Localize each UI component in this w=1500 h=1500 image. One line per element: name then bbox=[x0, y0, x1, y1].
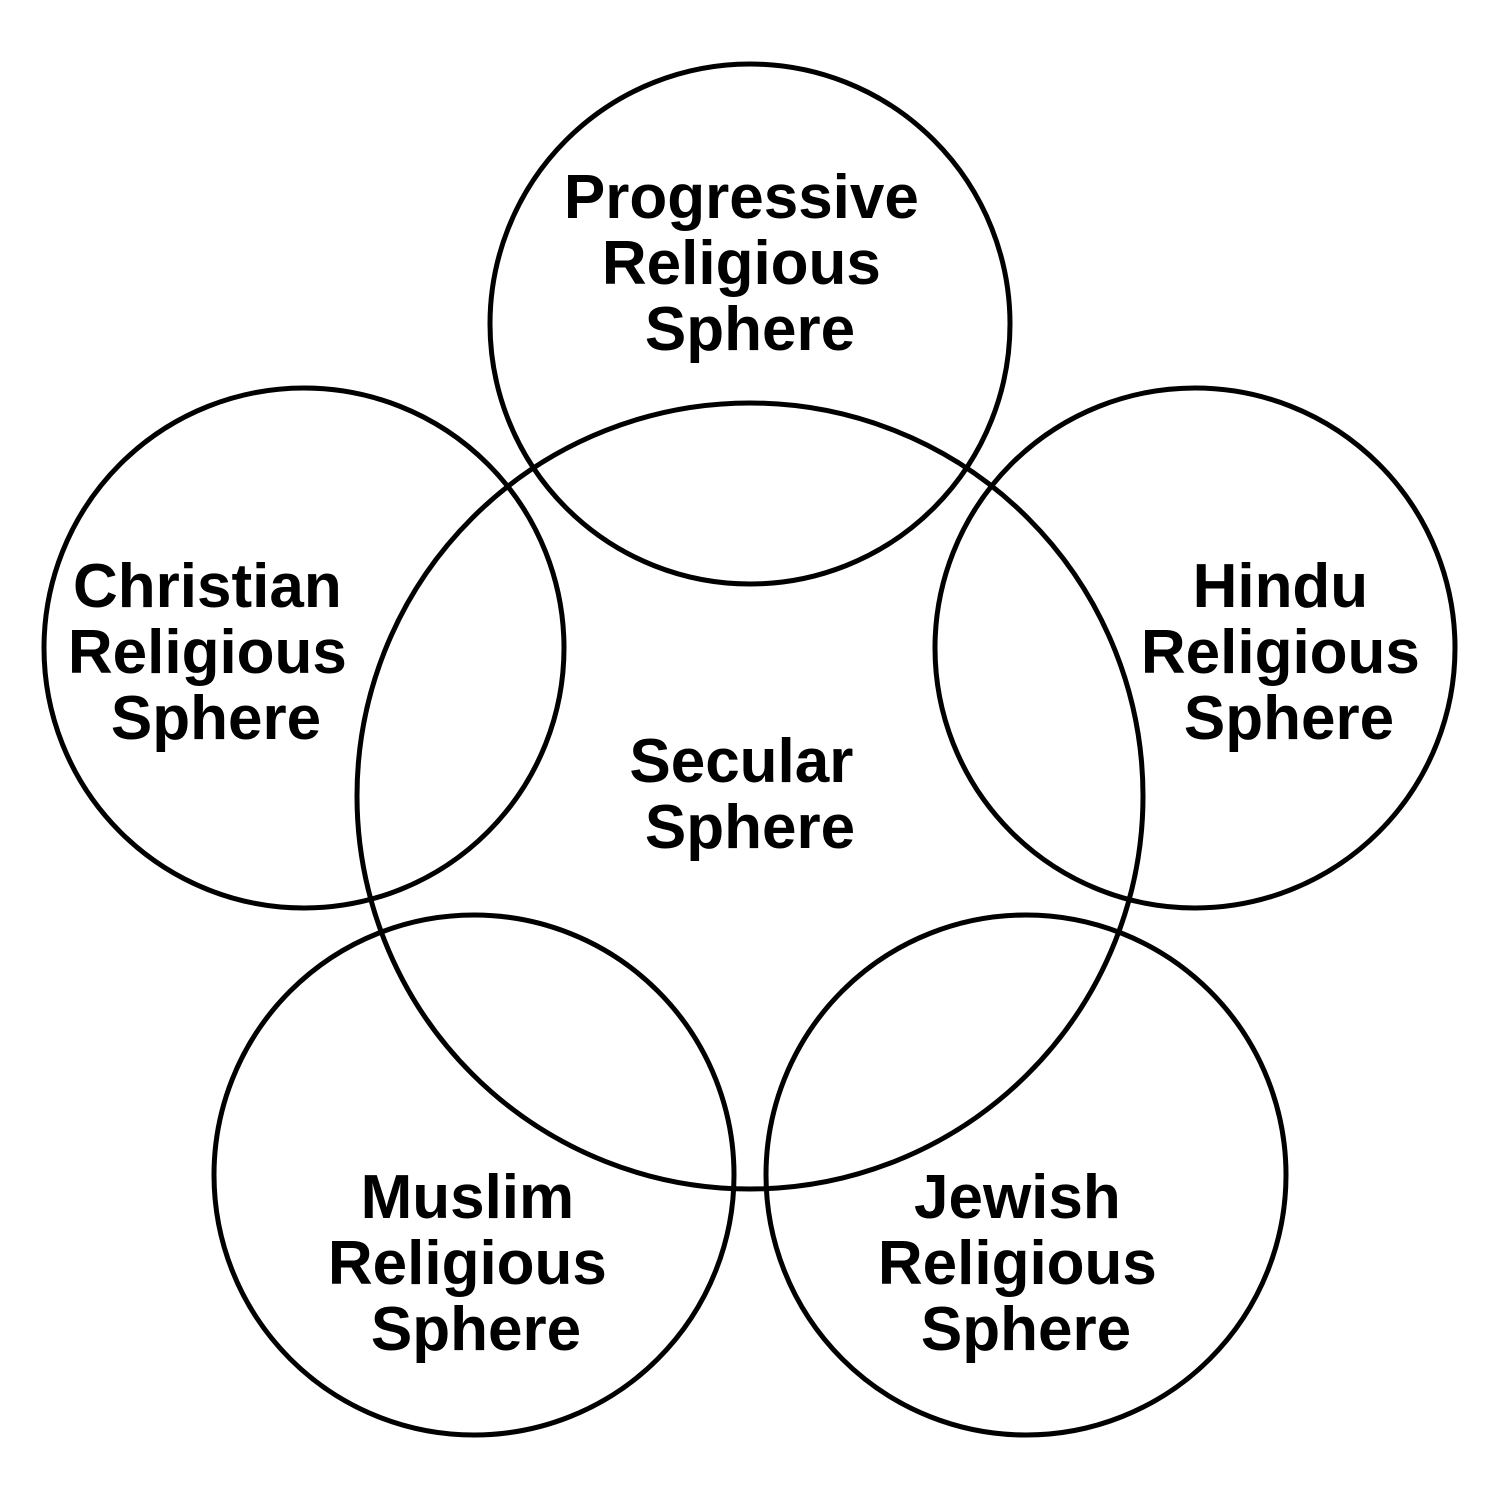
jewish-sphere-label-line-2: Religious bbox=[878, 1229, 1157, 1298]
secular-sphere-label: Secular Sphere bbox=[629, 727, 870, 862]
jewish-sphere-circle bbox=[763, 912, 1289, 1438]
secular-sphere-circle bbox=[354, 400, 1146, 1192]
christian-sphere-label-line-2: Religious bbox=[68, 618, 347, 687]
hindu-sphere-label-line-3: Sphere bbox=[1184, 684, 1394, 753]
muslim-sphere-label-line-1: Muslim bbox=[361, 1163, 575, 1232]
jewish-sphere-label-line-3: Sphere bbox=[921, 1295, 1131, 1364]
christian-sphere-label-line-3: Sphere bbox=[111, 684, 321, 753]
christian-sphere-label: Christian Religious Sphere bbox=[68, 552, 364, 753]
progressive-sphere-label: Progressive Religious Sphere bbox=[564, 163, 936, 364]
hindu-sphere-label: Hindu Religious Sphere bbox=[1141, 552, 1437, 753]
christian-sphere-label-line-1: Christian bbox=[73, 552, 342, 621]
progressive-sphere-circle bbox=[487, 61, 1013, 587]
muslim-sphere-label-line-3: Sphere bbox=[371, 1295, 581, 1364]
muslim-sphere-label: Muslim Religious Sphere bbox=[328, 1163, 624, 1364]
hindu-sphere-circle bbox=[932, 385, 1458, 911]
progressive-sphere-label-line-2: Religious bbox=[602, 229, 881, 298]
secular-sphere-label-line-1: Secular bbox=[629, 727, 853, 796]
progressive-sphere-label-line-3: Sphere bbox=[645, 295, 855, 364]
jewish-sphere-label-line-1: Jewish bbox=[914, 1163, 1121, 1232]
jewish-sphere-label: Jewish Religious Sphere bbox=[878, 1163, 1174, 1364]
muslim-sphere-label-line-2: Religious bbox=[328, 1229, 607, 1298]
hindu-sphere-label-line-1: Hindu bbox=[1193, 552, 1369, 621]
progressive-sphere-label-line-1: Progressive bbox=[564, 163, 919, 232]
christian-sphere-circle bbox=[41, 385, 567, 911]
secular-sphere-label-line-2: Sphere bbox=[645, 793, 855, 862]
hindu-sphere-label-line-2: Religious bbox=[1141, 618, 1420, 687]
muslim-sphere-circle bbox=[211, 912, 737, 1438]
